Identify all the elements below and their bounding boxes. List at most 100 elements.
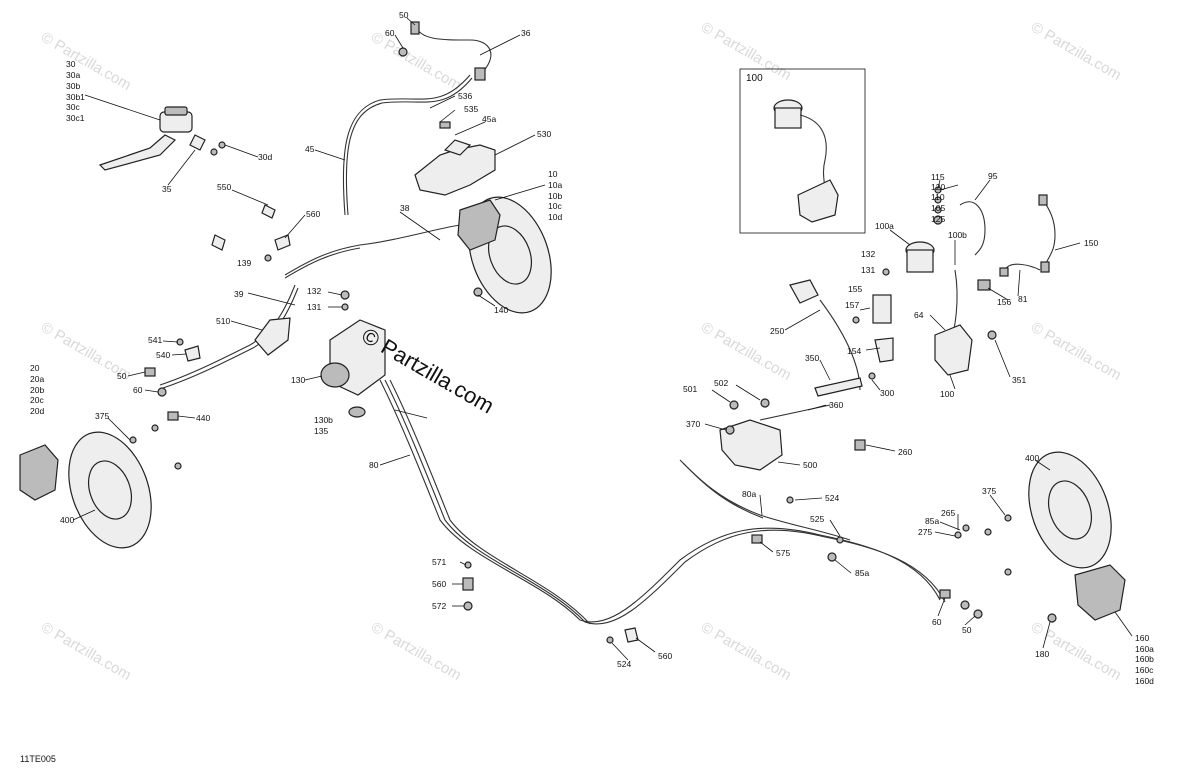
clip-510 — [254, 317, 291, 356]
part-label: 375 — [982, 486, 996, 496]
bolt-180 — [1047, 613, 1057, 623]
watermark: © Partzilla.com — [38, 619, 134, 684]
bracket-530 — [414, 121, 496, 196]
fitting-535 — [439, 121, 451, 129]
part-label: 300 — [880, 388, 894, 398]
part-label: 100a — [875, 221, 894, 231]
bracket — [414, 144, 496, 196]
bolt — [174, 462, 182, 470]
part-label: 360 — [829, 400, 843, 410]
brackets-550 — [211, 204, 291, 262]
bolts-30d — [210, 141, 226, 156]
fitting-440 — [167, 411, 179, 421]
clip-550b — [261, 204, 276, 219]
part-label: 45a — [482, 114, 496, 124]
connector — [999, 267, 1009, 277]
part-label: 20a — [30, 374, 44, 384]
brake-line-39-b — [162, 287, 299, 389]
bolt — [1004, 568, 1012, 576]
part-label: 81 — [1018, 294, 1028, 304]
part-label: 30 — [66, 59, 76, 69]
part-label: 30c1 — [66, 113, 85, 123]
part-label: 440 — [196, 413, 210, 423]
part-85a — [827, 552, 837, 562]
part-label: 180 — [1035, 649, 1049, 659]
part-502 — [760, 398, 770, 408]
part-575 — [751, 534, 763, 544]
part-524b — [606, 636, 614, 644]
part-label: 120 — [931, 182, 945, 192]
clip-550 — [211, 234, 226, 251]
part-label: 60 — [133, 385, 143, 395]
bracket-tab — [443, 139, 472, 156]
part-370 — [725, 425, 735, 435]
part-label: 500 — [803, 460, 817, 470]
abs-motor — [320, 362, 350, 388]
fitting-50c — [973, 609, 983, 619]
fitting-50 — [144, 367, 156, 377]
brake-lever — [98, 134, 177, 171]
front-left-brake — [19, 431, 182, 549]
fitting-60 — [157, 387, 167, 397]
fitting-132 — [340, 290, 350, 300]
part-85a-b — [962, 524, 970, 532]
part-label: 10 — [548, 169, 558, 179]
part-label: 30b — [66, 81, 80, 91]
part-label: 30c — [66, 102, 80, 112]
part-525 — [836, 536, 844, 544]
brake-line-39 — [159, 284, 296, 386]
part-label: 130b — [314, 415, 333, 425]
wire-81 — [1004, 263, 1041, 271]
part-label: 115 — [931, 172, 945, 182]
part-label: 160a — [1135, 644, 1154, 654]
part-label: 50 — [117, 371, 127, 381]
abs-module — [320, 290, 386, 418]
part-label: 265 — [941, 508, 955, 518]
reservoir-cap — [164, 106, 188, 116]
part-label: 530 — [537, 129, 551, 139]
part-label: 20d — [30, 406, 44, 416]
bolt — [218, 141, 226, 149]
brake-line-45 — [342, 74, 471, 216]
part-label: 85a — [925, 516, 939, 526]
part-label: 156 — [997, 297, 1011, 307]
part-label: 80 — [369, 460, 379, 470]
part-label: 20 — [30, 363, 40, 373]
part-label: 560 — [306, 209, 320, 219]
clip — [254, 317, 291, 356]
bolt-375 — [1004, 514, 1012, 522]
caliper-10 — [457, 199, 501, 251]
part-label: 60 — [932, 617, 942, 627]
part-label: 95 — [988, 171, 998, 181]
part-label: 30d — [258, 152, 272, 162]
bolt-351 — [987, 330, 997, 340]
watermark: © Partzilla.com — [38, 29, 134, 94]
switch-156 — [977, 263, 1041, 291]
part-label: 375 — [95, 411, 109, 421]
part-label: 536 — [458, 91, 472, 101]
watermark: © Partzilla.com — [1028, 19, 1124, 84]
front-right-brake — [457, 196, 552, 314]
harness-wire — [414, 24, 492, 76]
part-label: 250 — [770, 326, 784, 336]
part-501 — [729, 400, 739, 410]
part-label: 131 — [307, 302, 321, 312]
fittings-left — [144, 338, 201, 432]
watermark: © Partzilla.com — [698, 619, 794, 684]
part-label: 400 — [1025, 453, 1039, 463]
part-label: 501 — [683, 384, 697, 394]
part-label: 85a — [855, 568, 869, 578]
part-labels: 30 30a 30b 30b1 30c 30c1 30d 35 50 60 36… — [30, 10, 1154, 686]
part-label: 10d — [548, 212, 562, 222]
master-cylinder-bracket — [797, 179, 839, 223]
brake-line-80-c — [389, 379, 591, 625]
hose-95 — [959, 201, 986, 256]
part-155 — [872, 294, 892, 324]
part-157 — [852, 316, 860, 324]
brake-line-45-inner — [345, 77, 473, 216]
brake-line-38 — [284, 224, 461, 276]
wheel-sensor-150 — [1038, 194, 1056, 273]
part-label: 351 — [1012, 375, 1026, 385]
brake-line-38-b — [284, 247, 361, 279]
